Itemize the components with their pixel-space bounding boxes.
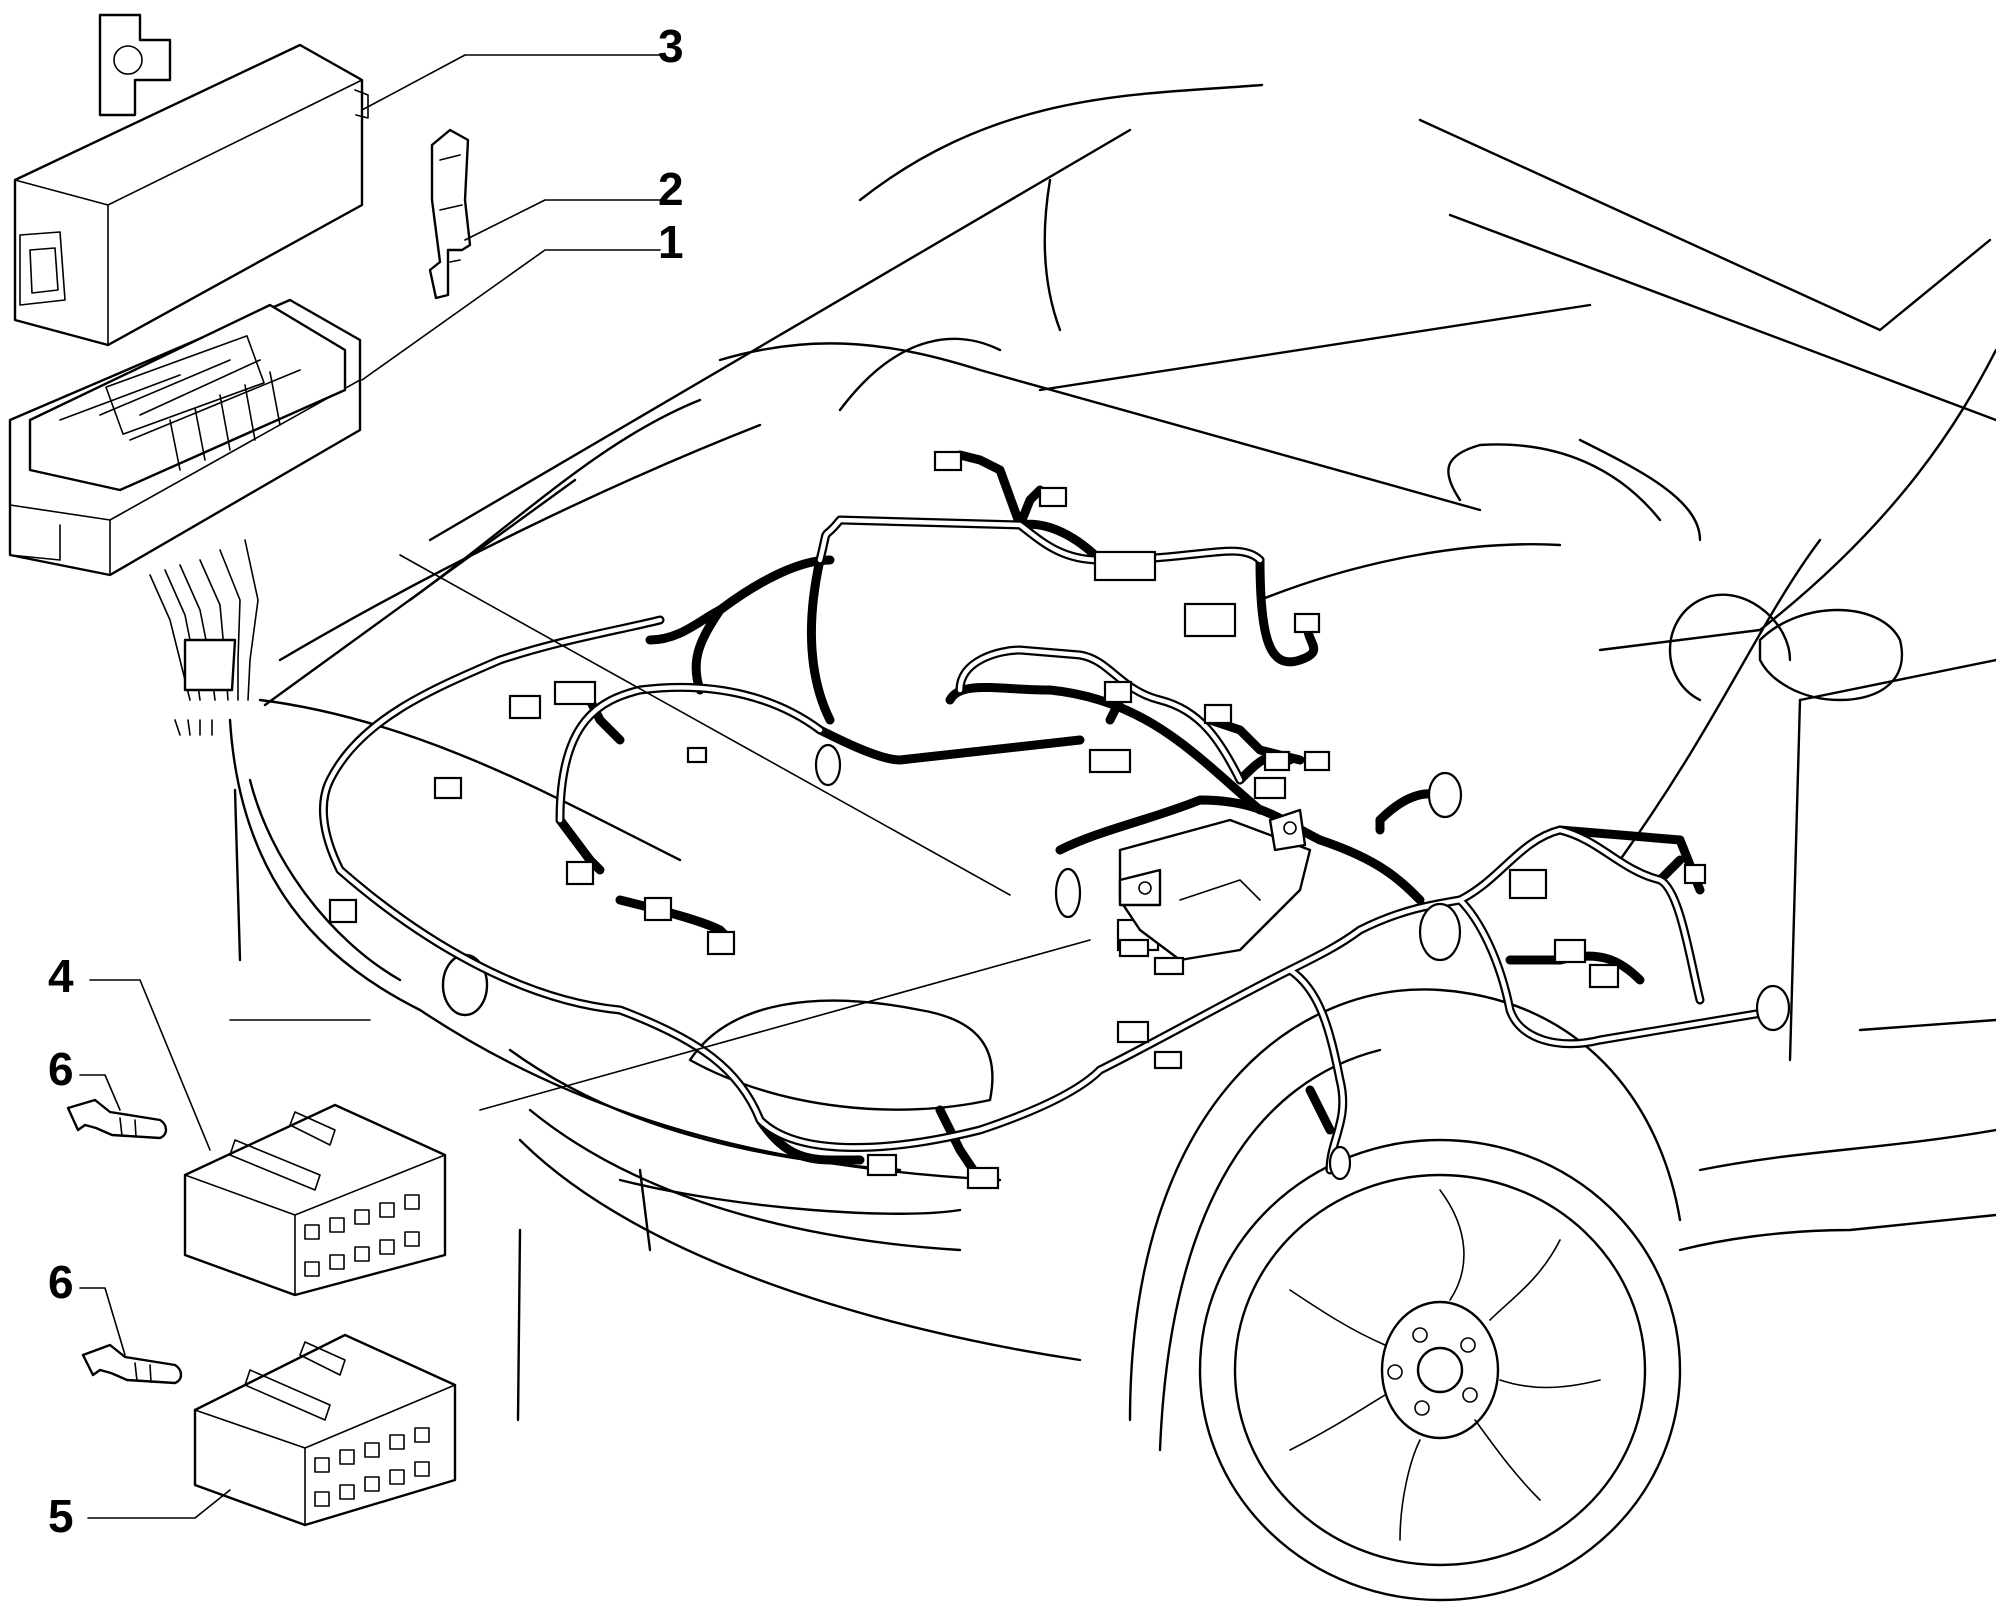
part-4-terminal-grid xyxy=(304,1194,420,1277)
callout-6-upper: 6 xyxy=(48,1043,74,1095)
callouts: 3 2 1 4 6 6 5 xyxy=(48,20,684,1542)
part-4-connector xyxy=(183,1103,447,1297)
callout-5: 5 xyxy=(48,1490,74,1542)
callout-4: 4 xyxy=(48,950,74,1002)
part-6-terminal-lower xyxy=(81,1343,183,1385)
car-body xyxy=(228,83,1996,1602)
part-6-terminal-upper xyxy=(66,1098,168,1140)
callout-1: 1 xyxy=(658,216,684,268)
pointer-lines xyxy=(229,554,1091,1111)
callout-3: 3 xyxy=(658,20,684,72)
harness-connectors xyxy=(328,450,1791,1190)
wiring-harness xyxy=(318,450,1785,1185)
part-1-fuse-box xyxy=(8,298,362,736)
callout-2: 2 xyxy=(658,163,684,215)
part-5-terminal-grid xyxy=(314,1427,430,1507)
leader-lines xyxy=(79,54,661,1519)
part-5-connector xyxy=(193,1333,457,1527)
callout-6-lower: 6 xyxy=(48,1256,74,1308)
part-2-clip xyxy=(428,128,472,300)
part-3-control-unit-cover xyxy=(13,13,369,347)
